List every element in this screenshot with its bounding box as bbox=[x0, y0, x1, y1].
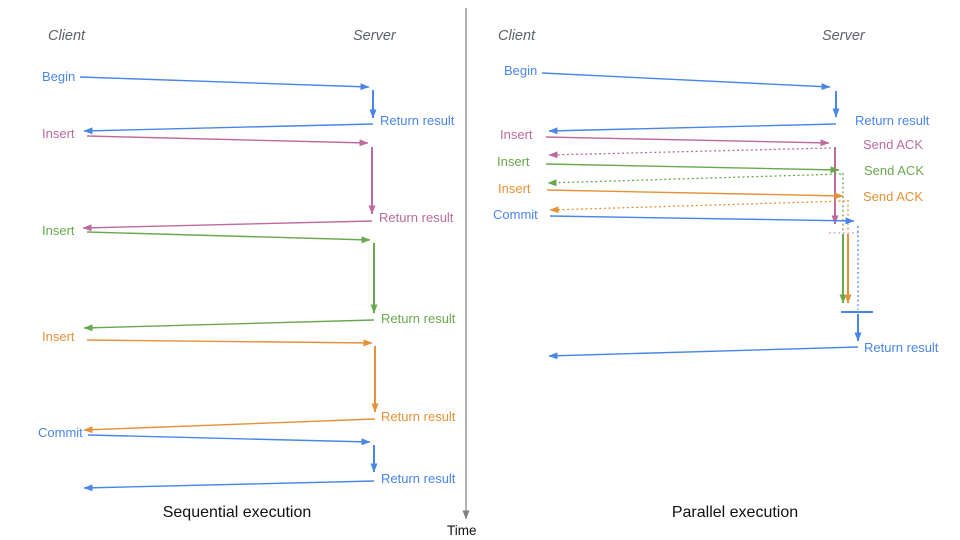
seq-panel-title: Sequential execution bbox=[162, 504, 312, 521]
seq-commit-flow bbox=[83, 434, 378, 492]
par-return-commit: Return result bbox=[864, 340, 939, 355]
seq-insert1-flow bbox=[82, 135, 376, 232]
par-panel-title: Parallel execution bbox=[671, 504, 799, 521]
par-insert3-flow bbox=[546, 189, 852, 304]
seq-server-header: Server bbox=[353, 28, 396, 44]
seq-insert3-flow bbox=[83, 339, 379, 434]
seq-op-insert3-label: Insert bbox=[42, 329, 75, 344]
seq-op-insert1-label: Insert bbox=[42, 126, 75, 141]
seq-return-insert2: Return result bbox=[381, 311, 456, 326]
par-ack-insert2: Send ACK bbox=[864, 163, 924, 178]
seq-return-commit: Return result bbox=[381, 471, 456, 486]
par-client-header: Client bbox=[498, 28, 536, 44]
seq-return-begin: Return result bbox=[380, 113, 455, 128]
seq-return-insert1: Return result bbox=[379, 210, 454, 225]
par-ack-insert3: Send ACK bbox=[863, 189, 923, 204]
seq-client-header: Client bbox=[48, 28, 86, 44]
par-ack-insert1: Send ACK bbox=[863, 137, 923, 152]
par-op-commit-label: Commit bbox=[493, 207, 538, 222]
par-op-begin-label: Begin bbox=[504, 63, 538, 78]
par-op-insert1-label: Insert bbox=[500, 127, 533, 142]
seq-return-insert3: Return result bbox=[381, 409, 456, 424]
seq-op-begin-label: Begin bbox=[42, 69, 76, 84]
seq-op-insert2-label: Insert bbox=[42, 223, 75, 238]
par-insert2-flow bbox=[545, 163, 847, 304]
par-commit-flow bbox=[548, 215, 873, 360]
seq-insert2-flow bbox=[83, 231, 378, 332]
seq-begin-flow bbox=[79, 76, 377, 135]
par-return-begin: Return result bbox=[855, 113, 930, 128]
par-insert1-flow bbox=[545, 136, 861, 234]
par-op-insert2-label: Insert bbox=[497, 154, 530, 169]
par-server-header: Server bbox=[822, 28, 865, 44]
seq-op-commit-label: Commit bbox=[38, 425, 83, 440]
par-begin-flow bbox=[541, 72, 840, 135]
time-axis-label: Time bbox=[447, 523, 477, 538]
par-op-insert3-label: Insert bbox=[498, 181, 531, 196]
